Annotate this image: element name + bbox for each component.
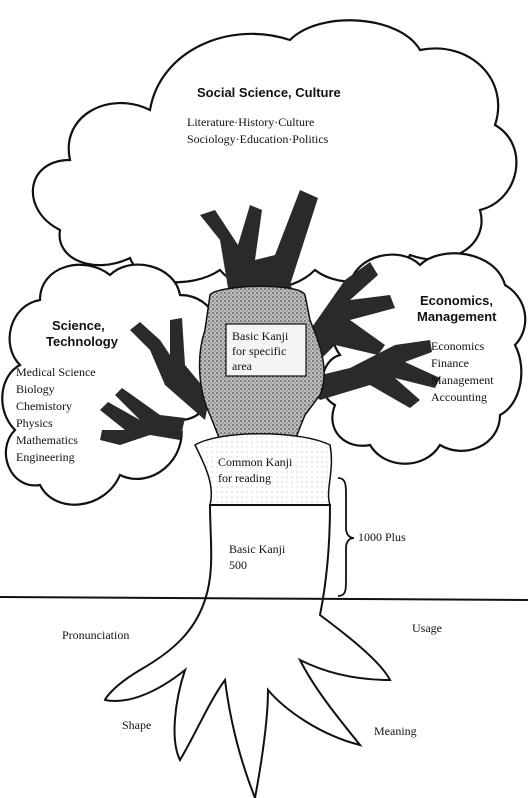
crown-left-item: Mathematics <box>16 433 78 447</box>
bracket-label: 1000 Plus <box>358 530 406 544</box>
root-label-usage: Usage <box>412 621 442 635</box>
crown-top-title: Social Science, Culture <box>197 85 341 100</box>
crown-right-title-2: Management <box>417 309 497 324</box>
crown-right-item: Economics <box>431 339 485 353</box>
crown-right-item: Accounting <box>431 390 487 404</box>
trunk-basic-line1: Basic Kanji <box>229 542 286 556</box>
crown-right-title-1: Economics, <box>420 293 493 308</box>
trunk-specific-line1: Basic Kanji <box>232 329 289 343</box>
crown-top-cloud <box>33 20 517 288</box>
crown-right-item: Management <box>431 373 494 387</box>
root-label-meaning: Meaning <box>374 724 417 738</box>
crown-left-item: Engineering <box>16 450 75 464</box>
trunk-specific-line3: area <box>232 359 253 373</box>
crown-right-item: Finance <box>431 356 469 370</box>
trunk-basic-line2: 500 <box>229 558 247 572</box>
crown-left-item: Physics <box>16 416 53 430</box>
crown-left-item: Medical Science <box>16 365 96 379</box>
trunk-reading-line1: Common Kanji <box>218 455 293 469</box>
crown-top-line2: Sociology·Education·Politics <box>187 132 329 146</box>
crown-left-item: Biology <box>16 382 55 396</box>
bracket-1000-plus <box>338 478 354 596</box>
root-label-pronunciation: Pronunciation <box>62 628 129 642</box>
crown-top-line1: Literature·History·Culture <box>187 115 314 129</box>
crown-left-title-2: Technology <box>46 334 119 349</box>
trunk-specific-line2: for specific <box>232 344 286 358</box>
crown-left-item: Chemistory <box>16 399 72 413</box>
crown-left-title-1: Science, <box>52 318 105 333</box>
root-label-shape: Shape <box>122 718 151 732</box>
trunk-reading-line2: for reading <box>218 471 271 485</box>
